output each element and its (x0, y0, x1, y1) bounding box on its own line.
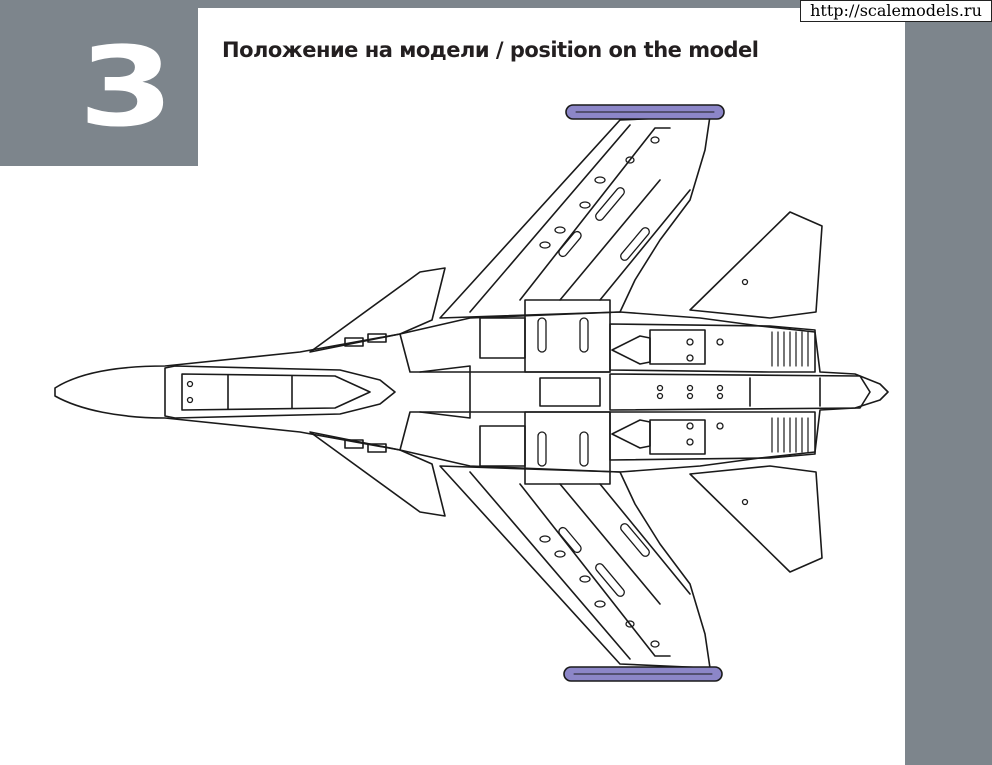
stabilizer-lower (689, 465, 823, 573)
nozzle-upper (771, 331, 809, 367)
canopy (164, 365, 396, 419)
step-number-box (0, 8, 198, 166)
wingtip-rail-top (565, 104, 725, 120)
tail-boom (609, 373, 871, 411)
panel-details (186, 136, 749, 648)
wing-upper (439, 115, 711, 319)
canard-lower (309, 431, 446, 517)
top-border (0, 0, 992, 8)
aircraft-diagram (54, 104, 889, 682)
stabilizer-upper (689, 211, 823, 319)
step-number: 3 (78, 23, 175, 151)
fuselage-outline (54, 311, 889, 473)
wing-lower (439, 465, 711, 669)
watermark-url[interactable]: http://scalemodels.ru (800, 0, 992, 22)
nozzle-lower (771, 417, 809, 453)
wingtip-rail-bottom (563, 666, 723, 682)
right-margin-band (905, 0, 992, 765)
canard-upper (309, 267, 446, 353)
page-title: Положение на модели / position on the mo… (222, 38, 759, 62)
